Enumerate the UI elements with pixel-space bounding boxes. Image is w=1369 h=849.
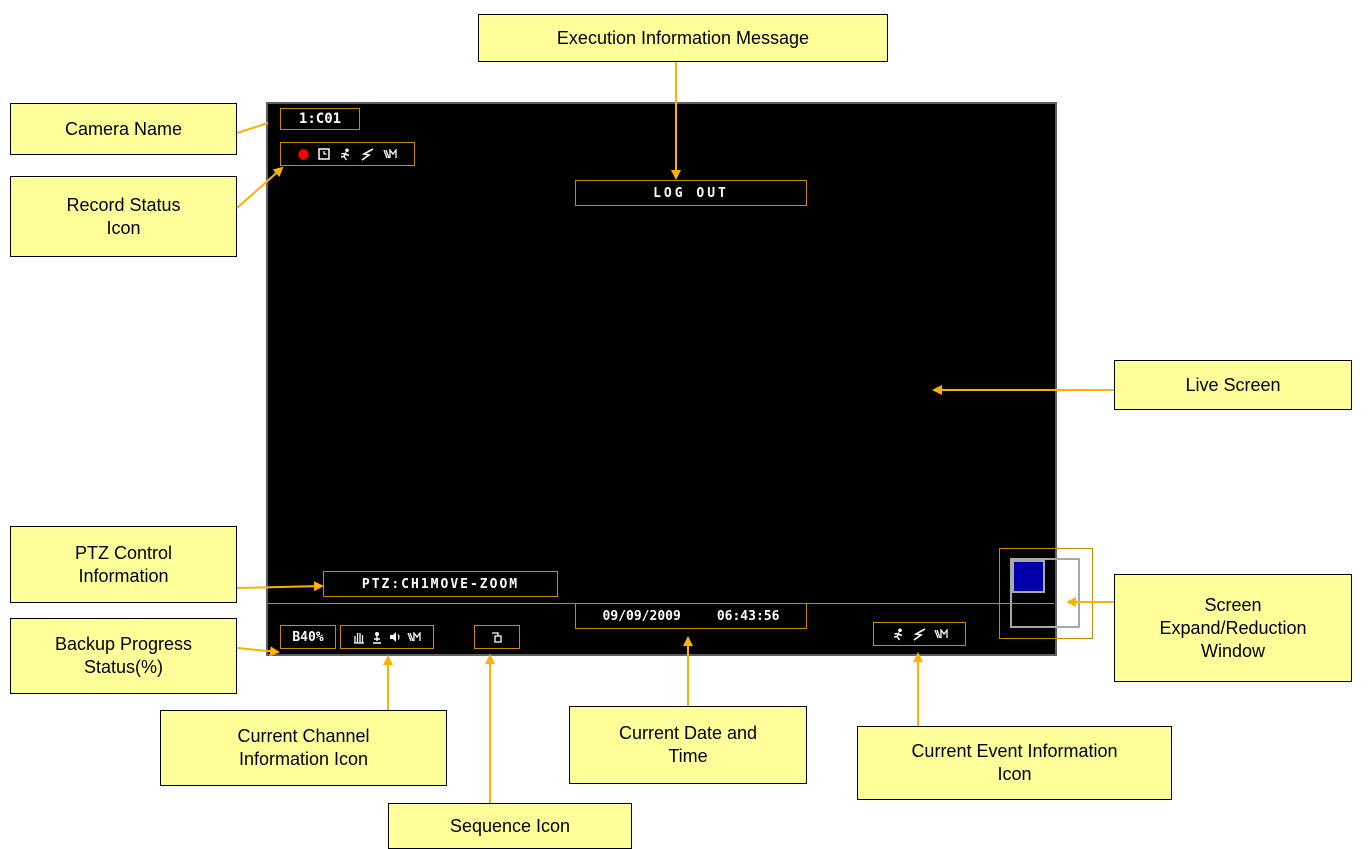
channel-info-icons: [340, 625, 434, 649]
callout-live-screen: Live Screen: [1114, 360, 1352, 410]
alarm-bolt-icon: [913, 627, 926, 641]
current-time: 06:43:56: [716, 608, 780, 624]
camera-name-label: 1:C01: [280, 108, 360, 130]
motion-icon: [339, 148, 352, 161]
execution-message: LOG OUT: [575, 180, 807, 206]
callout-camera-name: Camera Name: [10, 103, 237, 155]
callout-sequence: Sequence Icon: [388, 803, 632, 849]
callout-channel-info: Current Channel Information Icon: [160, 710, 447, 786]
live-screen[interactable]: 1:C01 LOG OUT PTZ:CH1MOVE-ZOOM 09/09/200…: [266, 102, 1093, 656]
current-date: 09/09/2009: [602, 608, 681, 624]
date-time-display: 09/09/2009 06:43:56: [575, 603, 807, 629]
minimap-viewport[interactable]: [1012, 560, 1045, 593]
callout-date-time: Current Date and Time: [569, 706, 807, 784]
record-status-icons: [280, 142, 415, 166]
video-loss-icon: [383, 149, 397, 159]
motion-icon: [892, 628, 905, 641]
video-loss-icon: [407, 632, 421, 642]
minimap-frame: [1010, 558, 1080, 628]
callout-execution-information: Execution Information Message: [478, 14, 888, 62]
callout-ptz-control: PTZ Control Information: [10, 526, 237, 603]
callout-backup-progress: Backup Progress Status(%): [10, 618, 237, 694]
event-info-icons: [873, 622, 966, 646]
video-loss-icon: [933, 629, 948, 639]
ptz-control-info: PTZ:CH1MOVE-ZOOM: [323, 571, 558, 597]
callout-screen-expand: Screen Expand/Reduction Window: [1114, 574, 1352, 682]
timer-icon: [318, 148, 330, 160]
callout-event-info: Current Event Information Icon: [857, 726, 1172, 800]
screen-expand-window[interactable]: [999, 548, 1093, 639]
mic-icon: [371, 631, 383, 644]
sequence-indicator: [474, 625, 520, 649]
callout-record-status: Record Status Icon: [10, 176, 237, 257]
backup-progress-status: B40%: [280, 625, 336, 649]
sequence-icon: [491, 631, 503, 643]
speaker-icon: [389, 631, 401, 643]
record-dot-icon: [298, 148, 309, 160]
alarm-bolt-icon: [361, 147, 374, 161]
ptz-hand-icon: [353, 631, 365, 644]
arrow-camera-name: [236, 122, 269, 134]
